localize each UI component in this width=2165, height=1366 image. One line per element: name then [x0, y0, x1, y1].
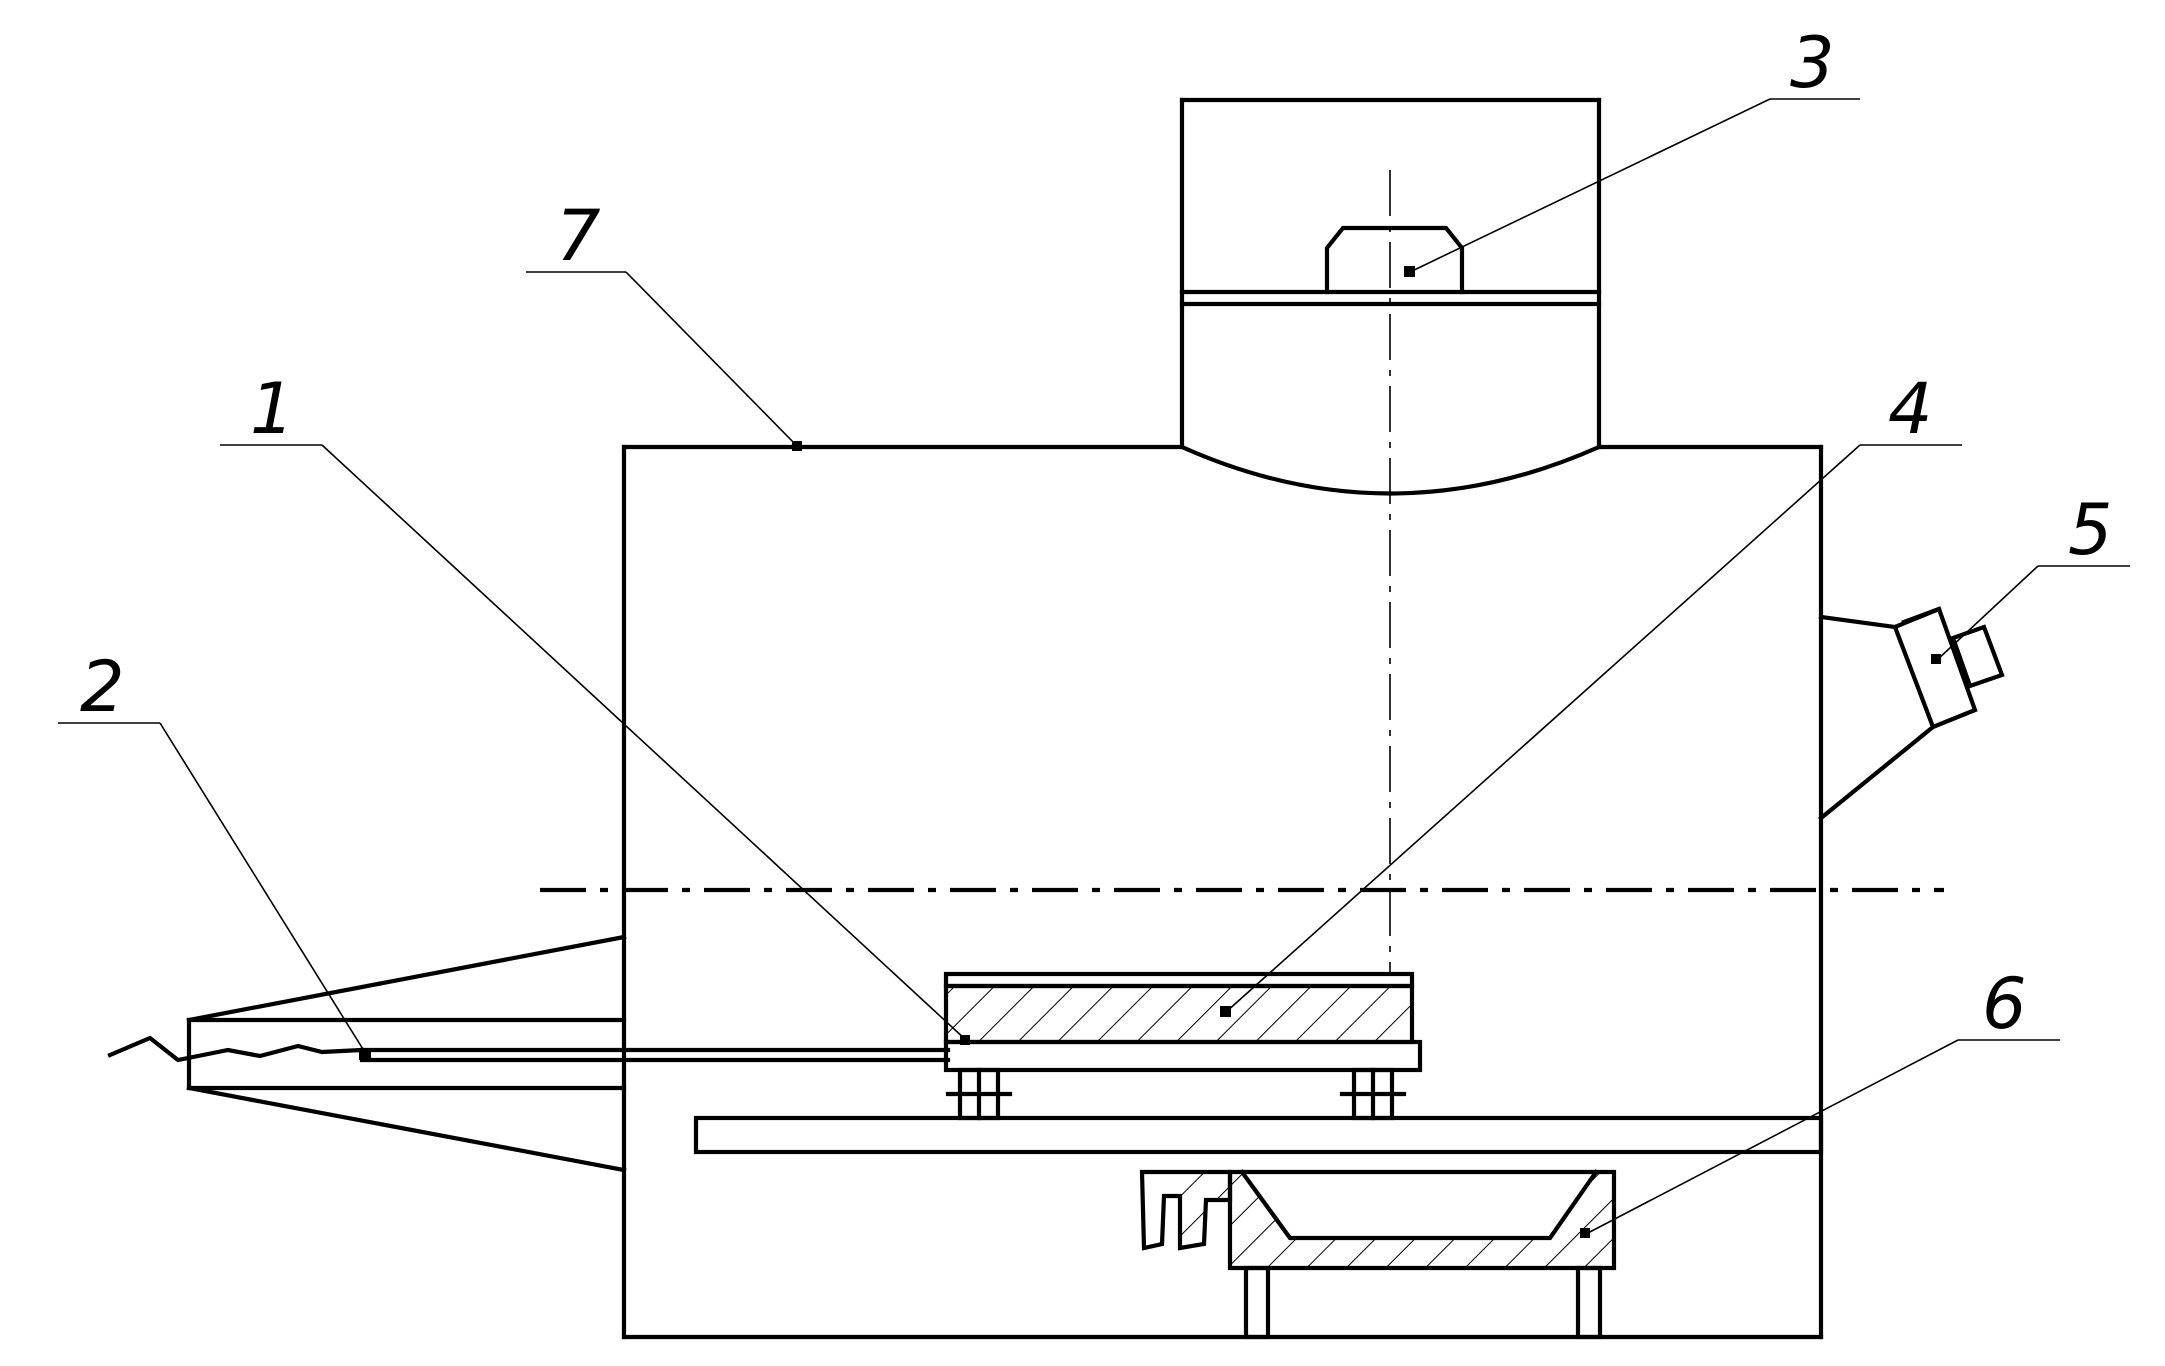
- callout-label-7: 7: [556, 195, 601, 277]
- inlet-cone: [107, 934, 951, 1173]
- callout-label-3: 3: [1790, 22, 1835, 104]
- callout-label-1: 1: [250, 368, 295, 450]
- lower-tray: [1139, 1169, 1617, 1340]
- leader-lines: [58, 98, 2130, 1238]
- callout-label-4: 4: [1888, 368, 1933, 450]
- top-chamber: [1179, 97, 1602, 496]
- side-detector: [1818, 606, 2005, 821]
- shelf: [693, 1115, 1824, 1155]
- sample-stage: [943, 971, 1423, 1121]
- callout-label-2: 2: [80, 646, 125, 728]
- callout-label-5: 5: [2068, 489, 2113, 571]
- callout-label-6: 6: [1982, 963, 2027, 1045]
